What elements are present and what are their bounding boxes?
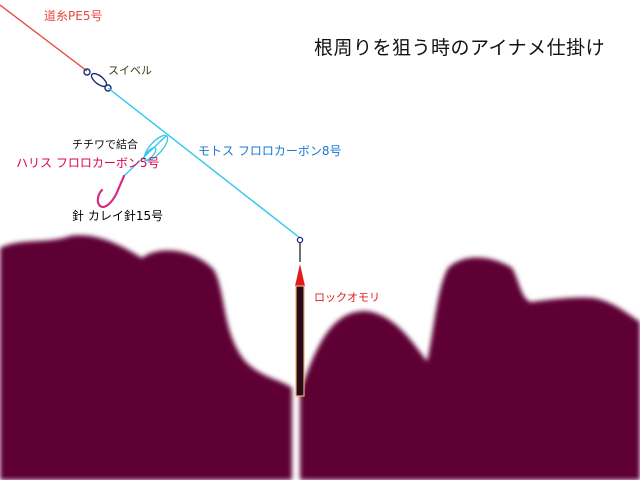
knot-loop-icon <box>143 134 169 162</box>
diagram-title: 根周りを狙う時のアイナメ仕掛け <box>314 37 606 59</box>
label-knot: チチワで結合 <box>72 138 138 151</box>
label-main-line: 道糸PE5号 <box>44 9 103 23</box>
rock-blob-1 <box>20 268 100 332</box>
seabed-rocks <box>0 235 640 480</box>
hook-icon <box>96 174 126 208</box>
label-sinker: ロックオモリ <box>314 291 380 304</box>
motosu-line <box>107 87 301 239</box>
swivel-icon <box>83 68 112 92</box>
main-line <box>0 4 88 72</box>
label-swivel: スイベル <box>108 64 152 77</box>
rock-blob-4 <box>534 306 626 374</box>
label-harisu: ハリス フロロカーボン5号 <box>16 156 160 170</box>
rock-blob-3 <box>444 270 516 330</box>
rock-blob-2 <box>108 266 192 334</box>
rock-mid <box>300 311 446 480</box>
label-motosu: モトス フロロカーボン8号 <box>198 144 342 158</box>
sinker-icon <box>295 236 305 397</box>
label-hook: 針 カレイ針15号 <box>72 209 164 223</box>
